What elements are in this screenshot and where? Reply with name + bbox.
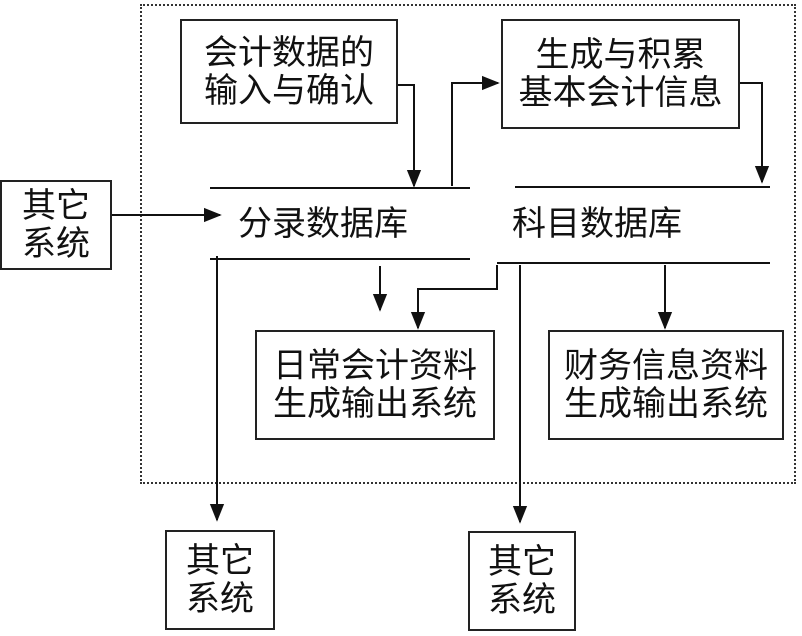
arrow-account-to-daily (410, 265, 498, 330)
financial-output-line2: 生成输出系统 (564, 384, 768, 424)
other-left-line1: 其它 (22, 186, 90, 226)
input-confirm-line2: 输入与确认 (204, 70, 374, 111)
financial-output-line1: 财务信息资料 (564, 346, 768, 386)
daily-output-line1: 日常会计资料 (273, 346, 477, 386)
daily-output-box: 日常会计资料 生成输出系统 (255, 330, 495, 440)
generate-accumulate-line2: 基本会计信息 (518, 73, 723, 113)
account-database-label: 科目数据库 (512, 204, 682, 244)
generate-accumulate-box: 生成与积累 基本会计信息 (501, 19, 740, 129)
generate-accumulate-line1: 生成与积累 (535, 35, 706, 75)
other-bottom-left-line1: 其它 (186, 541, 254, 581)
input-confirm-box: 会计数据的 输入与确认 (180, 19, 398, 124)
system-boundary (140, 4, 796, 484)
input-confirm-line1: 会计数据的 (204, 32, 374, 73)
other-left-line2: 系统 (22, 224, 90, 264)
arrow-input-to-entry (398, 84, 422, 188)
financial-output-box: 财务信息资料 生成输出系统 (548, 330, 784, 440)
arrow-generate-to-account (740, 82, 770, 184)
arrow-entry-to-generate (451, 75, 500, 186)
other-bottom-right-line1: 其它 (488, 542, 556, 582)
other-system-left-box: 其它 系统 (0, 180, 112, 270)
other-system-bottom-right-box: 其它 系统 (468, 531, 576, 631)
other-bottom-left-line2: 系统 (186, 579, 254, 619)
daily-output-line2: 生成输出系统 (273, 384, 477, 424)
other-bottom-right-line2: 系统 (488, 580, 556, 620)
other-system-bottom-left-box: 其它 系统 (165, 530, 275, 630)
entry-database-label: 分录数据库 (238, 204, 408, 244)
